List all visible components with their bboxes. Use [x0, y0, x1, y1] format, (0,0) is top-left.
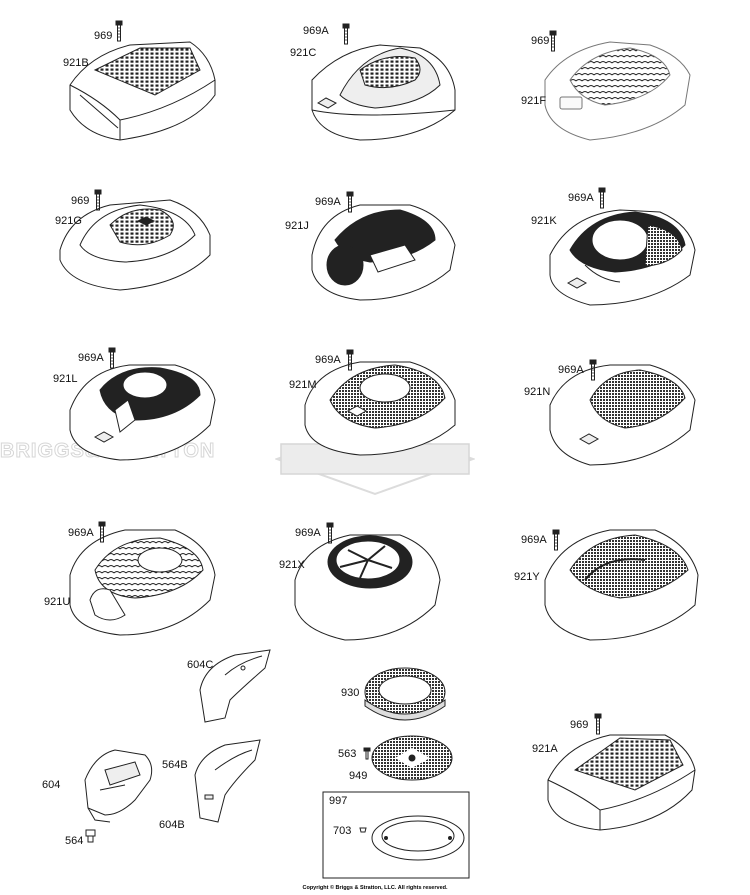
cover-921k	[549, 209, 696, 306]
label-604c: 604C	[187, 659, 214, 671]
label-949: 949	[349, 770, 368, 782]
label-604b: 604B	[159, 819, 185, 831]
label-969: 969	[71, 195, 90, 207]
label-604: 604	[42, 779, 61, 791]
screen-949	[371, 735, 453, 781]
cover-921g	[59, 199, 211, 291]
label-969a: 969A	[315, 196, 341, 208]
cover-921f	[544, 41, 691, 141]
cover-921y	[544, 529, 699, 641]
label-921g: 921G	[55, 215, 82, 227]
label-921l: 921L	[53, 373, 78, 385]
label-921n: 921N	[524, 386, 551, 398]
ring-997	[371, 815, 465, 861]
label-563: 563	[338, 748, 357, 760]
label-921c: 921C	[290, 47, 317, 59]
label-969a: 969A	[558, 364, 584, 376]
label-969: 969	[94, 30, 113, 42]
screw-703	[359, 827, 367, 833]
shield-604c	[199, 649, 271, 723]
bolt-969	[594, 713, 602, 735]
screw-564	[85, 829, 96, 843]
label-921k: 921K	[531, 215, 557, 227]
bolt-969a	[552, 529, 560, 551]
kit-997-box	[322, 791, 470, 879]
label-921y: 921Y	[514, 571, 540, 583]
label-921f: 921F	[521, 95, 547, 107]
cover-921u	[69, 529, 216, 636]
label-969a: 969A	[68, 527, 94, 539]
screw-563	[363, 747, 371, 760]
screen-930	[364, 667, 446, 721]
label-969: 969	[531, 35, 550, 47]
shield-604b	[194, 739, 261, 823]
bolt-969a	[342, 23, 350, 45]
label-564: 564	[65, 835, 84, 847]
cover-921a	[547, 734, 696, 831]
label-703: 703	[333, 825, 352, 837]
label-921u: 921U	[44, 596, 71, 608]
label-921a: 921A	[532, 743, 558, 755]
cover-921l	[69, 364, 216, 461]
cover-921b	[69, 41, 216, 141]
label-969a: 969A	[568, 192, 594, 204]
cover-921x	[294, 534, 441, 641]
label-921m: 921M	[289, 379, 317, 391]
label-969a: 969A	[78, 352, 104, 364]
label-921x: 921X	[279, 559, 305, 571]
bolt-969	[94, 189, 102, 211]
label-969a: 969A	[315, 354, 341, 366]
bolt-969	[549, 30, 557, 52]
cover-921j	[311, 204, 456, 301]
label-921j: 921J	[285, 220, 309, 232]
bolt-969	[115, 20, 123, 42]
bolt-969a	[108, 347, 116, 369]
cover-921n	[549, 364, 696, 466]
label-969a: 969A	[303, 25, 329, 37]
label-997: 997	[329, 795, 348, 807]
bracket-604	[84, 749, 153, 823]
label-969a: 969A	[521, 534, 547, 546]
label-969: 969	[570, 719, 589, 731]
bolt-969a	[598, 187, 606, 209]
label-564b: 564B	[162, 759, 188, 771]
copyright-notice: Copyright © Briggs & Stratton, LLC. All …	[302, 885, 448, 891]
label-969a: 969A	[295, 527, 321, 539]
label-921b: 921B	[63, 57, 89, 69]
cover-921m	[304, 361, 456, 456]
label-930: 930	[341, 687, 360, 699]
cover-921c	[311, 44, 456, 141]
